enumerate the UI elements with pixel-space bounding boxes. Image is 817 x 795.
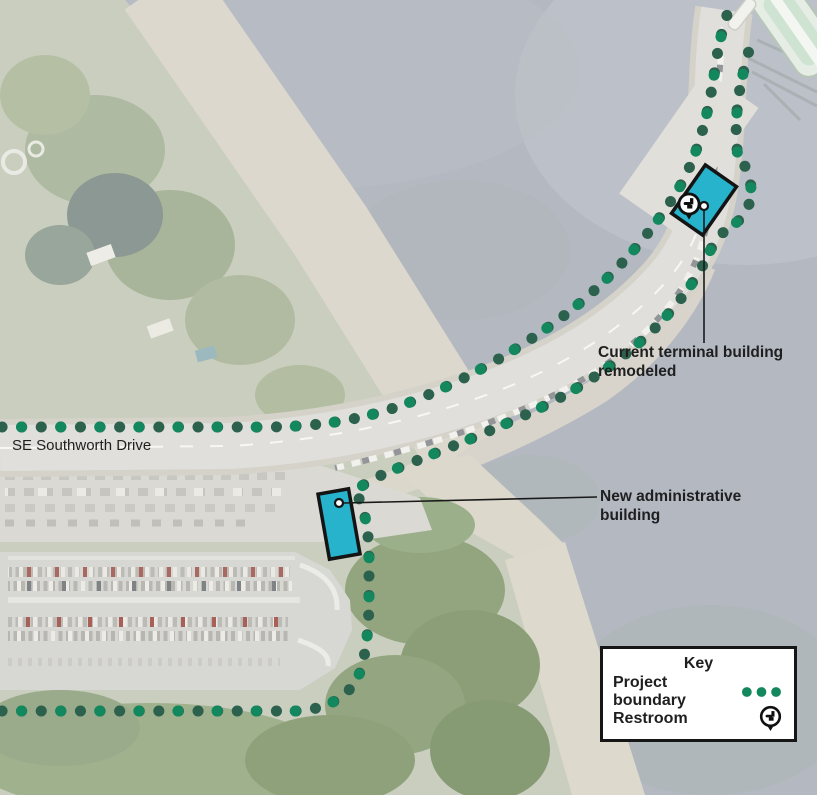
admin-label-line2: building [600,507,661,524]
key-label-project-boundary: Project boundary [613,673,686,709]
leader-lines [343,211,705,504]
landmarks [1,140,218,363]
key-item-restroom: Restroom [613,705,784,732]
terminal-building-label: Current terminal building remodeled [598,343,783,381]
project-boundary-dots [0,6,758,717]
parking-rows [8,556,340,667]
key-title: Key [683,655,714,672]
admin-building-label: New administrative building [600,487,741,525]
key-label-restroom: Restroom [613,709,688,727]
beach-south [326,260,716,518]
admin-leader-line [343,496,598,504]
leader-markers [333,200,710,509]
terminal-label-line2: remodeled [598,363,677,380]
map-key: Key Project boundary Restroom [600,646,797,742]
restroom-pin-symbol [759,705,782,732]
admin-label-line1: New administrative [600,488,742,505]
queued-cars-lanes [5,472,290,527]
terminal-label-line1: Current terminal building [598,344,784,361]
admin-building-shape [315,486,363,562]
dotted-line-symbol [742,686,782,697]
small-boat [727,0,757,31]
key-item-project-boundary: Project boundary [613,674,784,709]
street-label: SE Southworth Drive [12,437,152,454]
trees [0,55,550,795]
